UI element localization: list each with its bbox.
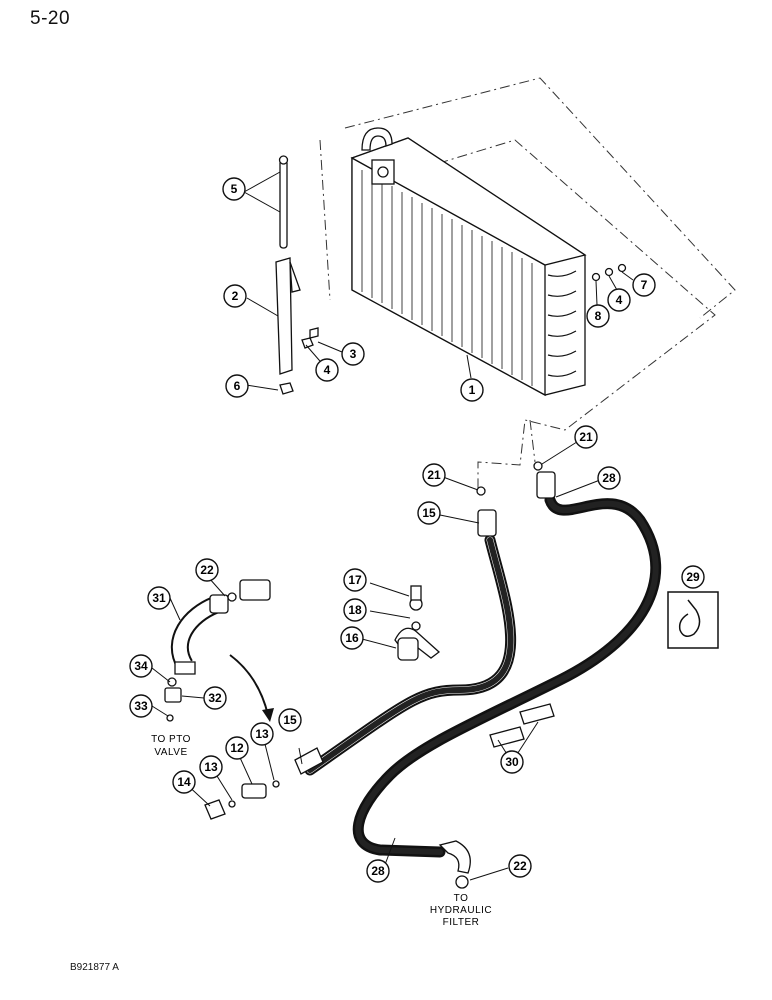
hose-clamp-icon (394, 627, 441, 661)
note-pto-line2: VALVE (154, 747, 187, 758)
svg-text:4: 4 (616, 293, 623, 307)
svg-text:21: 21 (579, 430, 593, 444)
callout-21[interactable]: 21 (574, 425, 598, 449)
svg-text:28: 28 (602, 471, 616, 485)
note-pto-line1: TO PTO (151, 734, 191, 745)
callout-6[interactable]: 6 (225, 374, 249, 398)
svg-text:13: 13 (255, 727, 269, 741)
callout-5[interactable]: 5 (222, 177, 246, 201)
callout-34[interactable]: 34 (129, 654, 153, 678)
o-ring-icon (476, 486, 486, 496)
svg-text:29: 29 (686, 570, 700, 584)
svg-text:21: 21 (427, 468, 441, 482)
note-filter-line3: FILTER (443, 917, 480, 928)
washer-icon (591, 263, 627, 282)
page-number: 5-20 (30, 8, 71, 29)
callout-33[interactable]: 33 (129, 694, 153, 718)
o-ring-icon (533, 461, 543, 471)
callout-28[interactable]: 28 (366, 859, 390, 883)
svg-text:13: 13 (204, 760, 218, 774)
callout-13[interactable]: 13 (250, 722, 274, 746)
svg-text:31: 31 (152, 591, 166, 605)
o-ring-icon (455, 875, 469, 889)
svg-text:5: 5 (231, 182, 238, 196)
svg-text:6: 6 (234, 379, 241, 393)
callout-30[interactable]: 30 (500, 750, 524, 774)
svg-text:18: 18 (348, 603, 362, 617)
svg-text:8: 8 (595, 309, 602, 323)
note-filter-line2: HYDRAULIC (430, 905, 492, 916)
svg-text:3: 3 (350, 347, 357, 361)
svg-text:34: 34 (134, 659, 148, 673)
svg-text:22: 22 (513, 859, 527, 873)
svg-text:15: 15 (283, 713, 297, 727)
callout-28[interactable]: 28 (597, 466, 621, 490)
callout-13[interactable]: 13 (199, 755, 223, 779)
callout-17[interactable]: 17 (343, 568, 367, 592)
callout-4[interactable]: 4 (607, 288, 631, 312)
callout-2[interactable]: 2 (223, 284, 247, 308)
svg-text:17: 17 (348, 573, 362, 587)
note-filter-line1: TO (454, 893, 469, 904)
callout-3[interactable]: 3 (341, 342, 365, 366)
fitting-icon (164, 579, 555, 820)
svg-text:7: 7 (641, 278, 648, 292)
callout-4[interactable]: 4 (315, 358, 339, 382)
drawing-code: B921877 A (70, 962, 119, 973)
callout-22[interactable]: 22 (195, 558, 219, 582)
svg-text:15: 15 (422, 506, 436, 520)
callout-21[interactable]: 21 (422, 463, 446, 487)
callout-12[interactable]: 12 (225, 736, 249, 760)
callout-7[interactable]: 7 (632, 273, 656, 297)
clamp-detail-box (667, 591, 719, 649)
callout-16[interactable]: 16 (340, 626, 364, 650)
callout-15[interactable]: 15 (278, 708, 302, 732)
callout-31[interactable]: 31 (147, 586, 171, 610)
svg-text:4: 4 (324, 363, 331, 377)
svg-text:30: 30 (505, 755, 519, 769)
svg-text:2: 2 (232, 289, 239, 303)
phantom-outline (319, 77, 736, 490)
arrowhead-icon (262, 708, 274, 722)
svg-text:33: 33 (134, 699, 148, 713)
svg-text:32: 32 (208, 691, 222, 705)
mounting-bracket-icon (275, 155, 319, 395)
direction-arrow-icon (229, 654, 269, 716)
svg-text:28: 28 (371, 864, 385, 878)
callout-1[interactable]: 1 (460, 378, 484, 402)
svg-text:22: 22 (200, 563, 214, 577)
svg-text:14: 14 (177, 775, 191, 789)
svg-text:1: 1 (469, 383, 476, 397)
oil-cooler-icon (350, 127, 587, 397)
callout-8[interactable]: 8 (586, 304, 610, 328)
callout-22[interactable]: 22 (508, 854, 532, 878)
callout-18[interactable]: 18 (343, 598, 367, 622)
svg-text:16: 16 (345, 631, 359, 645)
callout-29[interactable]: 29 (681, 565, 705, 589)
callout-15[interactable]: 15 (417, 501, 441, 525)
callout-14[interactable]: 14 (172, 770, 196, 794)
callout-32[interactable]: 32 (203, 686, 227, 710)
hydraulic-hose-icon (294, 471, 662, 874)
svg-text:12: 12 (230, 741, 244, 755)
